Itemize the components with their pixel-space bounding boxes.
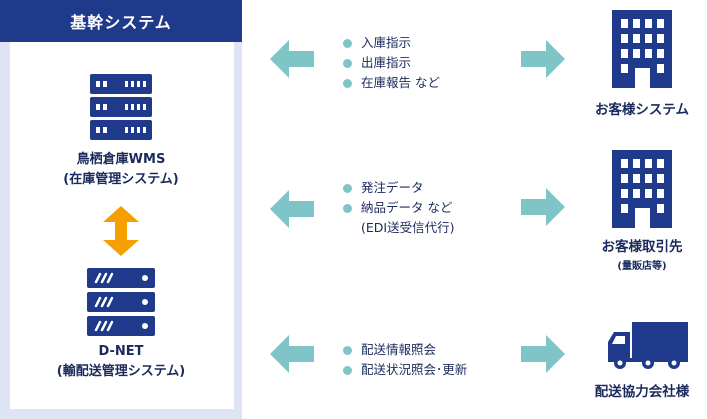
left-arrow-icon: [270, 335, 314, 373]
bullet-dot: [343, 203, 352, 213]
bullet-dot: [343, 345, 352, 355]
bullet-dot: [343, 58, 352, 68]
flow-2-messages: 発注データ 納品データ など (EDI送受信代行): [343, 178, 454, 238]
wms-subtitle: (在庫管理システム): [63, 172, 179, 187]
dnet-label: D-NET (輸配送管理システム): [30, 342, 212, 382]
flow-2-target-subtitle: (量販店等): [617, 261, 667, 272]
building-icon: [612, 150, 672, 228]
right-arrow-icon: [521, 40, 565, 78]
core-system-title: 基幹システム: [0, 0, 242, 42]
flow-1-messages: 入庫指示 出庫指示 在庫報告 など: [343, 33, 440, 93]
list-item: 入庫指示: [343, 33, 440, 53]
list-item: 出庫指示: [343, 53, 440, 73]
wms-label: 鳥栖倉庫WMS (在庫管理システム): [40, 150, 202, 190]
list-item: 発注データ: [343, 178, 454, 198]
dnet-name: D-NET: [98, 344, 144, 359]
left-arrow-icon: [270, 190, 314, 228]
right-arrow-icon: [521, 335, 565, 373]
bullet-dot: [343, 365, 352, 375]
list-item: 納品データ など: [343, 198, 454, 218]
right-arrow-icon: [521, 188, 565, 226]
bullet-dot: [343, 183, 352, 193]
bullet-dot: [343, 38, 352, 48]
wms-name: 鳥栖倉庫WMS: [76, 152, 166, 167]
truck-icon: [608, 322, 688, 369]
bidirectional-link-arrow-icon: [103, 206, 139, 256]
server-rack-icon: [90, 74, 152, 140]
flow-1-target: お客様システム: [594, 102, 690, 118]
flow-3-messages: 配送情報照会 配送状況照会･更新: [343, 340, 467, 380]
flow-2-target: お客様取引先: [601, 239, 683, 255]
left-arrow-icon: [270, 40, 314, 78]
dnet-subtitle: (輸配送管理システム): [56, 364, 186, 379]
list-item: 配送状況照会･更新: [343, 360, 467, 380]
list-item: 配送情報照会: [343, 340, 467, 360]
list-item: 在庫報告 など: [343, 73, 440, 93]
network-server-icon: [87, 268, 155, 336]
bullet-dot: [343, 78, 352, 88]
building-icon: [612, 10, 672, 88]
flow-3-target: 配送協力会社様: [594, 384, 690, 400]
flow-2-note: (EDI送受信代行): [361, 220, 455, 235]
